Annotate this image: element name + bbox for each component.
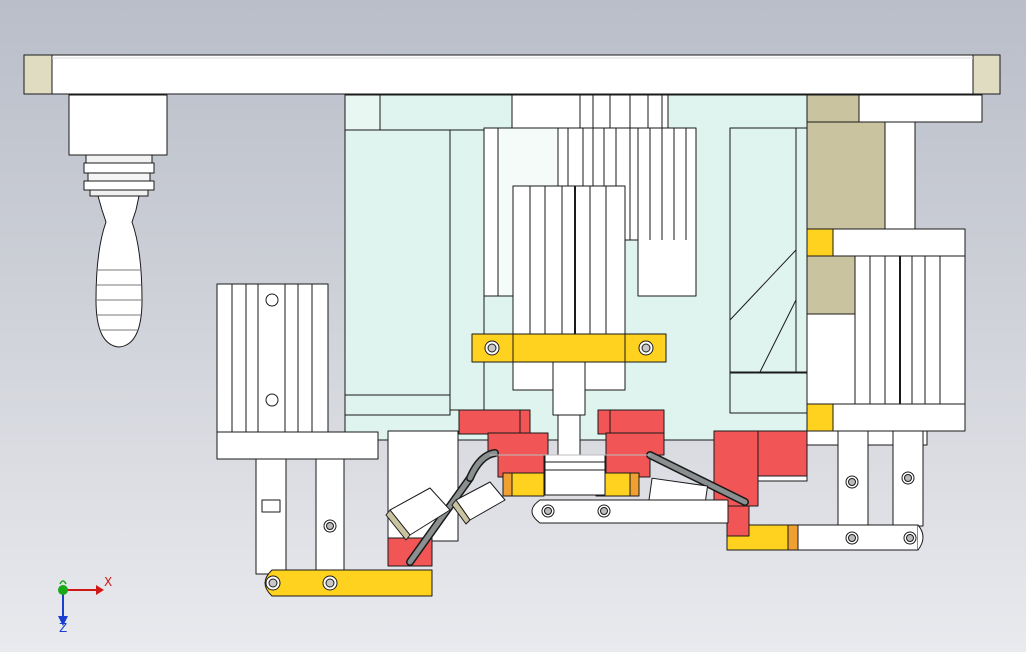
left-slider-blocks: [385, 481, 506, 541]
left-link-bar: [264, 569, 433, 597]
link-rods: [406, 449, 749, 566]
yellow-clamp-bar: [471, 333, 667, 363]
y-axis-dot: [58, 585, 68, 595]
handle-grip: [95, 195, 143, 348]
center-link-bar: [531, 499, 729, 524]
axis-triad: [58, 580, 104, 626]
axis-label-x: X: [104, 575, 113, 589]
top-plate: [23, 54, 1001, 95]
right-link-bar: [726, 524, 924, 551]
lower-yellow-pads: [502, 454, 640, 497]
left-cylinder: [216, 283, 379, 575]
right-bracket: [806, 94, 983, 527]
handle-assembly: [68, 94, 168, 348]
right-cylinder: [854, 255, 966, 405]
axis-label-z: Z: [59, 621, 68, 635]
